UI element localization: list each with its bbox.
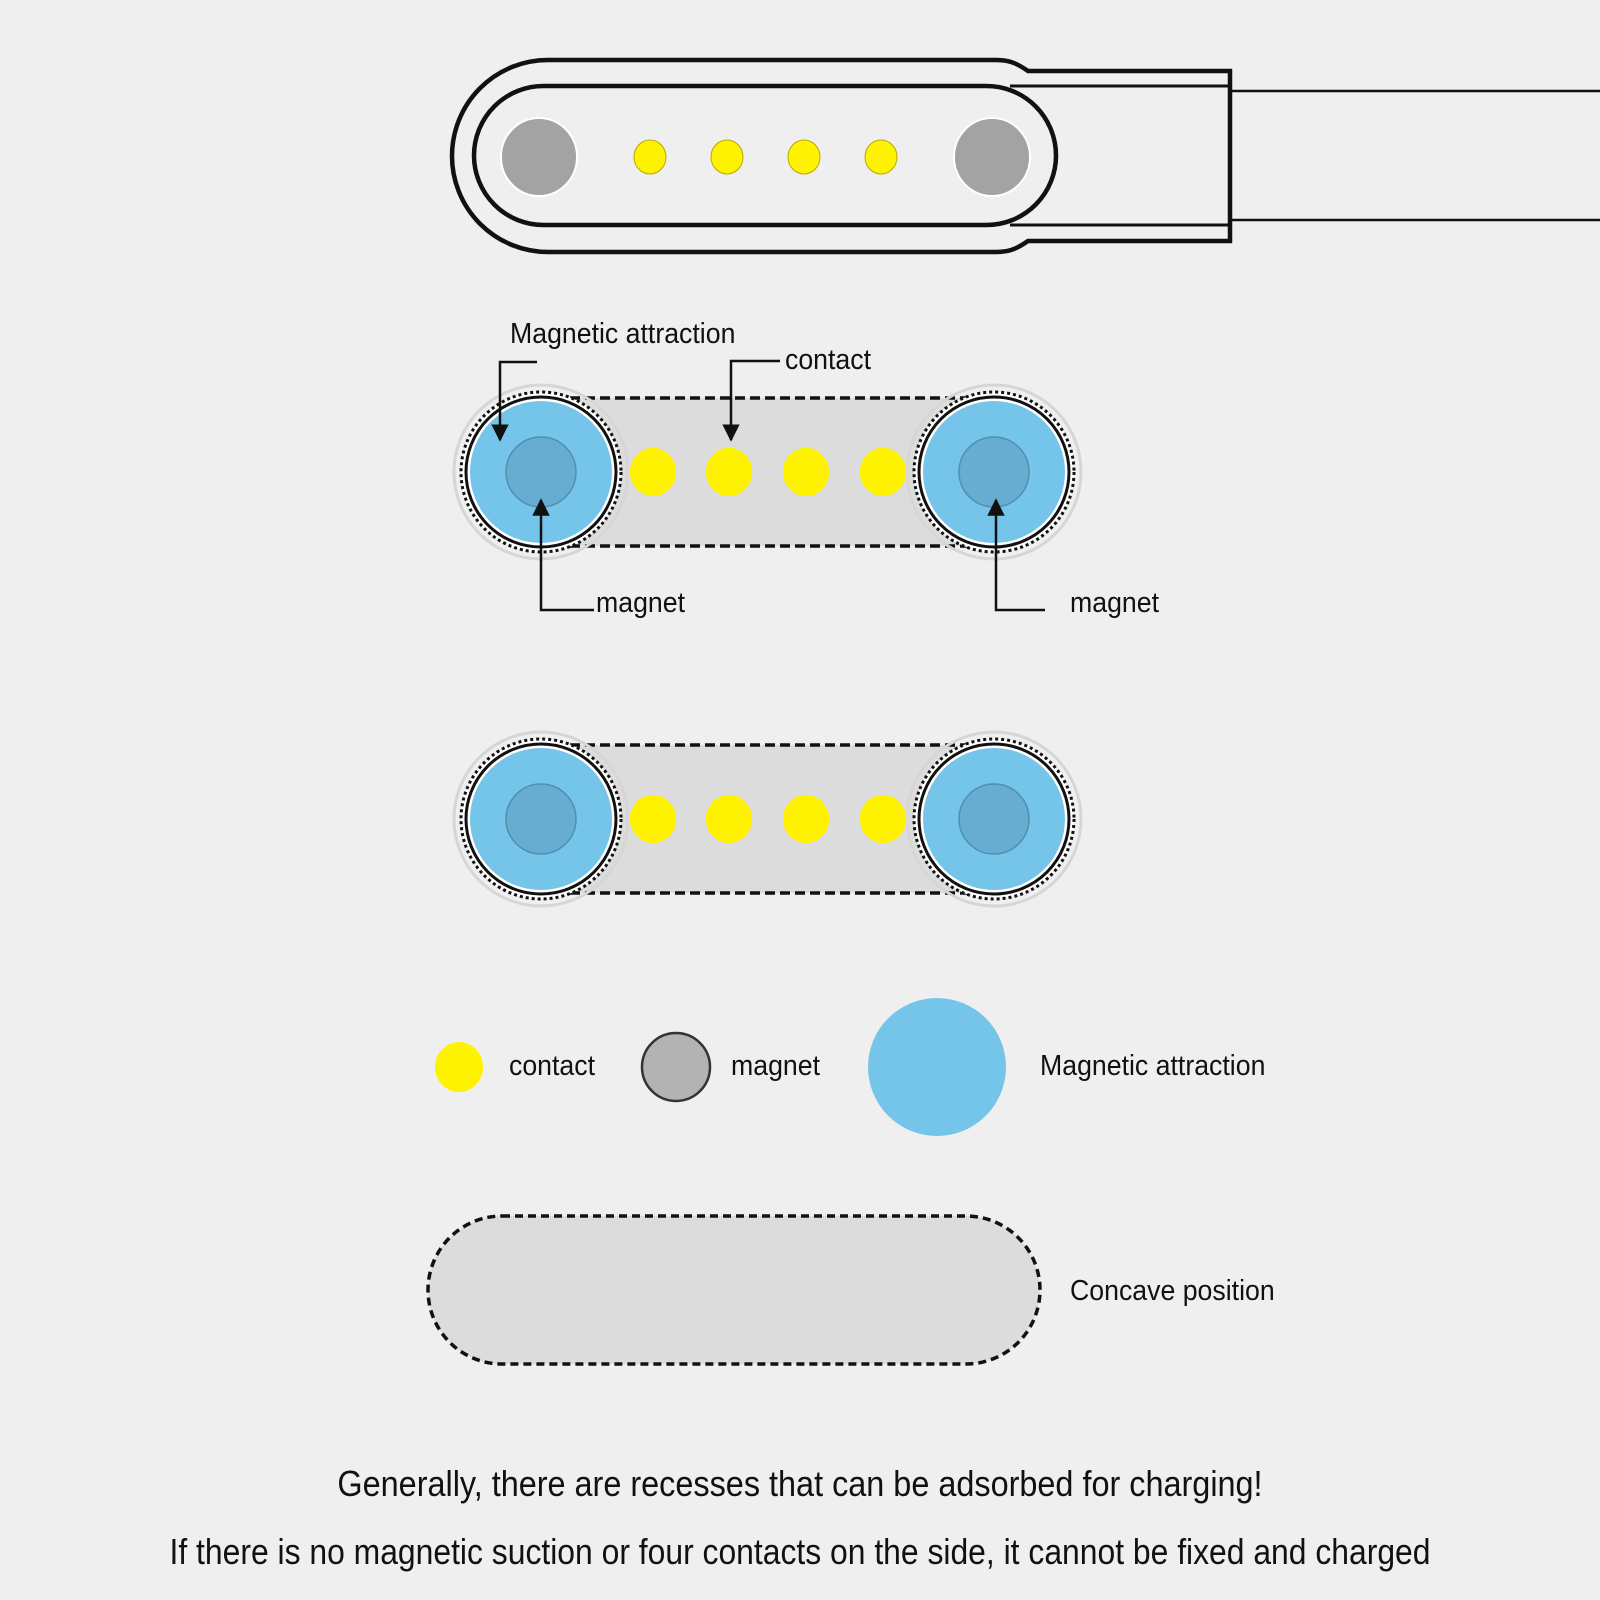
footer-line-1: Generally, there are recesses that can b…: [337, 1463, 1263, 1504]
magnet-dot: [953, 117, 1031, 197]
concave-position-shape: [426, 1214, 1042, 1366]
label-magnet-left: magnet: [596, 587, 685, 619]
contact-dot: [858, 446, 908, 498]
legend-magnet-label: magnet: [731, 1050, 820, 1082]
magnet-core: [505, 436, 577, 508]
magnetic-attraction-pod-left: [452, 730, 630, 908]
connector-outer-shell: [449, 57, 1233, 255]
leader-magnet-right: [987, 498, 1045, 612]
leader-magnetic-attraction: [491, 360, 537, 442]
contact-dot: [633, 139, 667, 175]
footer-line-2: If there is no magnetic suction or four …: [169, 1531, 1431, 1572]
contact-dot: [710, 139, 744, 175]
contact-dot: [864, 139, 898, 175]
dock-plain-view: [452, 730, 1083, 908]
contact-dot: [704, 446, 754, 498]
legend-contact-icon: [435, 1042, 483, 1092]
magnetic-attraction-pod-right: [905, 730, 1083, 908]
magnetic-attraction-pod-left: [452, 383, 630, 561]
leader-contact: [722, 359, 780, 442]
connector-face: [471, 83, 1059, 228]
legend: [435, 998, 1006, 1136]
magnet-core: [958, 783, 1030, 855]
legend-magnetic-attraction-icon: [868, 998, 1006, 1136]
contact-dot: [787, 139, 821, 175]
legend-magnetic-attraction-label: Magnetic attraction: [1040, 1050, 1266, 1082]
contact-dot: [704, 793, 754, 845]
concave-position-label: Concave position: [1070, 1275, 1275, 1307]
label-magnet-right: magnet: [1070, 587, 1159, 619]
legend-magnet-icon: [640, 1031, 712, 1103]
dock-annotated-view: [452, 359, 1083, 612]
magnet-dot: [500, 117, 578, 197]
contact-dot: [628, 793, 678, 845]
label-magnetic-attraction: Magnetic attraction: [510, 318, 736, 350]
magnet-core: [505, 783, 577, 855]
leader-magnet-left: [532, 498, 594, 612]
contact-dot: [781, 446, 831, 498]
legend-contact-label: contact: [509, 1050, 596, 1082]
contact-dot: [781, 793, 831, 845]
magnetic-attraction-pod-right: [905, 383, 1083, 561]
cable: [1228, 89, 1600, 222]
magnet-core: [958, 436, 1030, 508]
connector-top-view: [449, 57, 1600, 255]
contact-dot: [628, 446, 678, 498]
label-contact: contact: [785, 344, 872, 376]
contact-dot: [858, 793, 908, 845]
